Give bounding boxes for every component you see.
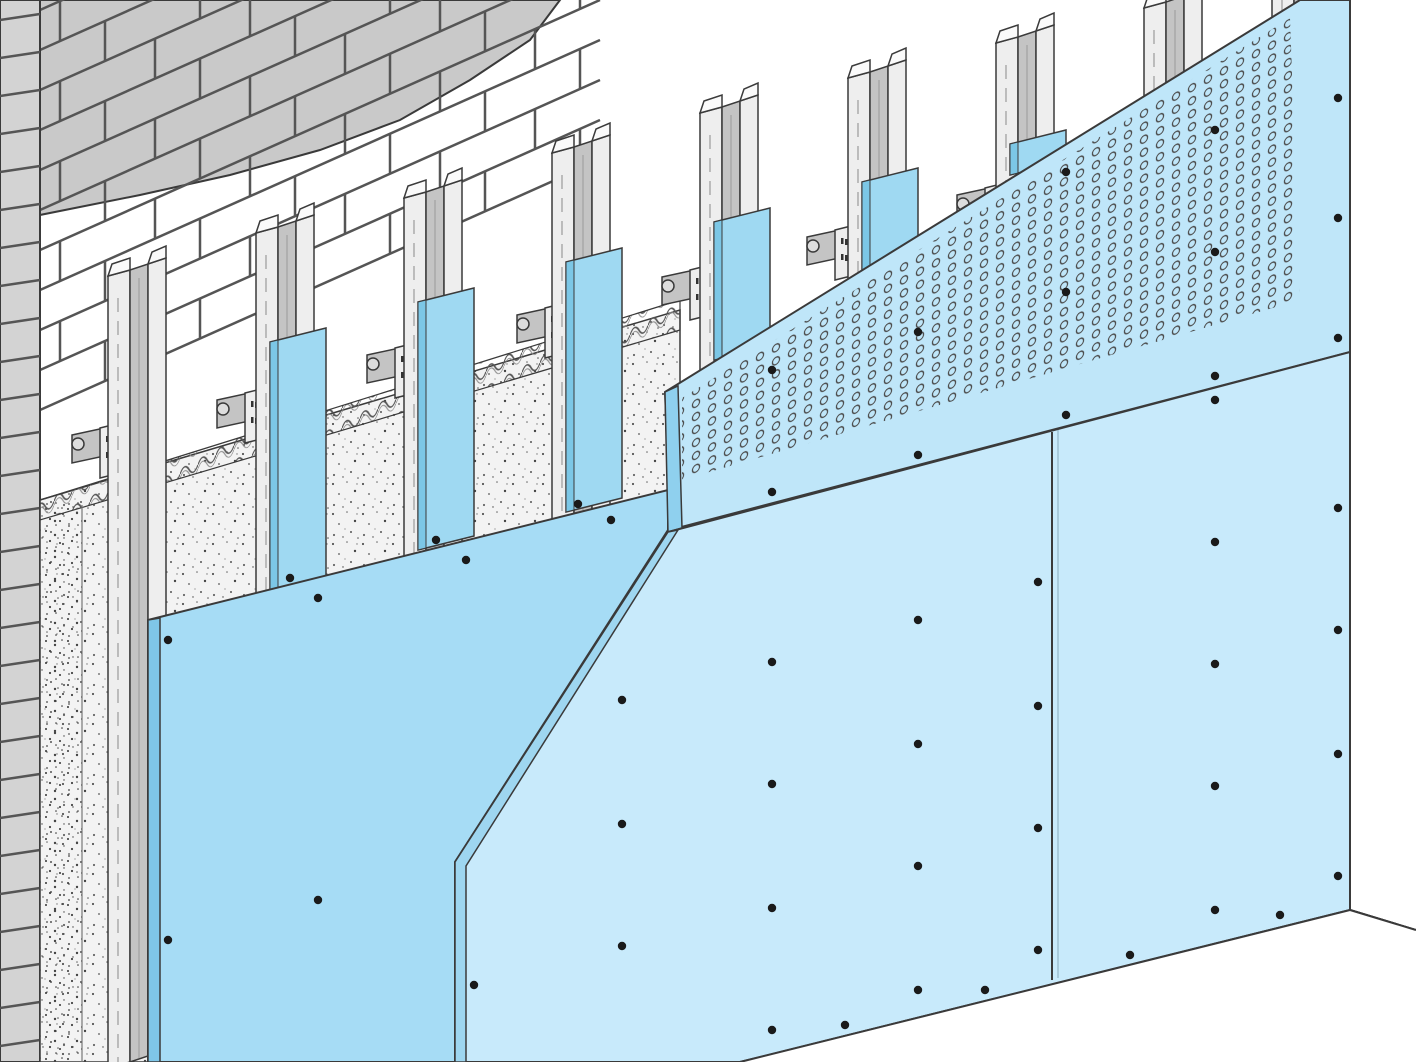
screw [1333, 871, 1343, 881]
screw [767, 365, 777, 375]
screw [767, 657, 777, 667]
screw [1210, 125, 1220, 135]
screw [1333, 749, 1343, 759]
screw [1033, 701, 1043, 711]
screw [1210, 371, 1220, 381]
screw [163, 935, 173, 945]
screw [573, 499, 583, 509]
perforated-acoustic-board [663, 0, 1351, 533]
screw [767, 487, 777, 497]
screw [840, 1020, 850, 1030]
screw [913, 861, 923, 871]
screw [1275, 910, 1285, 920]
screw [1333, 503, 1343, 513]
screw [431, 535, 441, 545]
screw [767, 1025, 777, 1035]
screw [1210, 905, 1220, 915]
screw [1333, 333, 1343, 343]
screw [1210, 247, 1220, 257]
second-board-layer [454, 350, 1416, 1062]
screw [1210, 781, 1220, 791]
screw [163, 635, 173, 645]
resilient-strip [269, 327, 327, 591]
screw [1333, 93, 1343, 103]
resilient-strip [565, 247, 623, 513]
board-screws [163, 93, 1343, 1035]
screw [313, 593, 323, 603]
screw [767, 903, 777, 913]
mineral-wool-insulation [39, 299, 681, 1062]
screw [913, 739, 923, 749]
screw [1210, 395, 1220, 405]
brick-wall [0, 0, 601, 1062]
screw [913, 615, 923, 625]
screw [1061, 410, 1071, 420]
screw [1333, 625, 1343, 635]
resilient-strips [269, 129, 1067, 591]
screw [1210, 537, 1220, 547]
screw [767, 779, 777, 789]
screw [469, 980, 479, 990]
screw [617, 819, 627, 829]
screw [1033, 823, 1043, 833]
screw [1333, 213, 1343, 223]
screw [313, 895, 323, 905]
screw [913, 985, 923, 995]
screw [1061, 167, 1071, 177]
screw [606, 515, 616, 525]
screw [1210, 659, 1220, 669]
screw [1061, 287, 1071, 297]
screw [617, 695, 627, 705]
screw [980, 985, 990, 995]
resilient-strip [417, 287, 475, 551]
screw [913, 327, 923, 337]
screw [1033, 945, 1043, 955]
screw [461, 555, 471, 565]
screw [1033, 577, 1043, 587]
screw [285, 573, 295, 583]
screw [1125, 950, 1135, 960]
screw [913, 450, 923, 460]
screw [617, 941, 627, 951]
